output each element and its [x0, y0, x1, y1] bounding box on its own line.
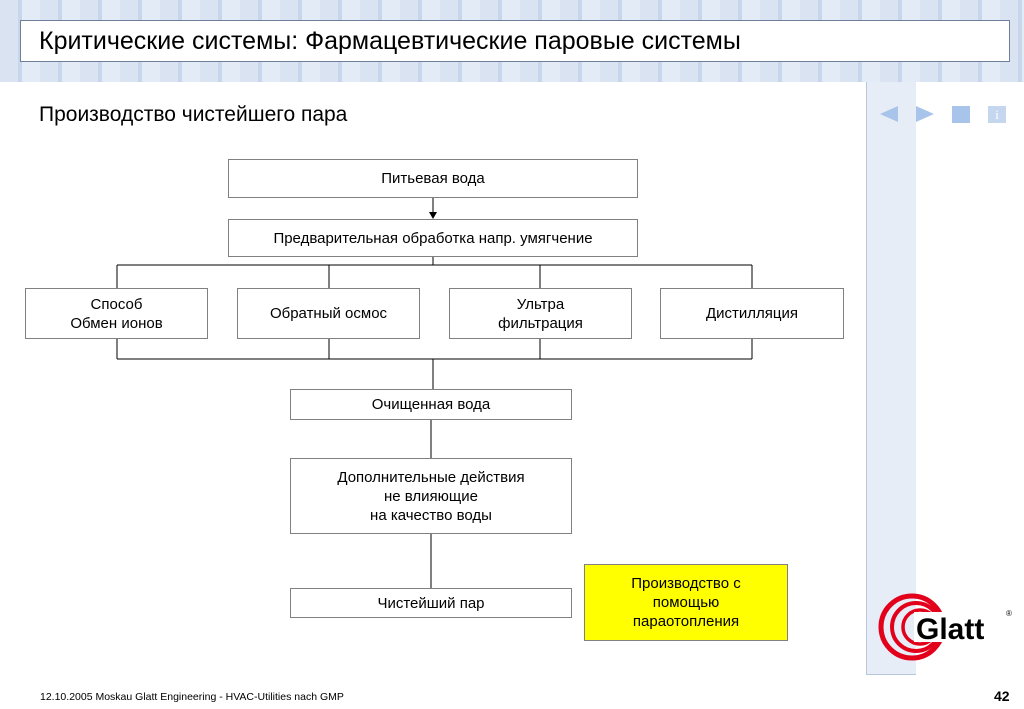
sidebar-bottom-divider	[866, 674, 916, 675]
slide-subtitle: Производство чистейшего пара	[39, 103, 348, 126]
page-title: Критические системы: Фармацевтические па…	[39, 27, 741, 55]
node-reverse-osmosis: Обратный осмос	[237, 288, 420, 339]
node-ion-exchange: Способ Обмен ионов	[25, 288, 208, 339]
title-bar: Критические системы: Фармацевтические па…	[20, 20, 1010, 62]
info-icon[interactable]: i	[987, 104, 1009, 124]
node-distillation: Дистилляция	[660, 288, 844, 339]
footer-info: 12.10.2005 Moskau Glatt Engineering - HV…	[40, 691, 344, 703]
node-purified-water: Очищенная вода	[290, 389, 572, 420]
forward-arrow-icon[interactable]	[914, 104, 936, 124]
node-drinking-water: Питьевая вода	[228, 159, 638, 198]
node-pretreatment: Предварительная обработка напр. умягчени…	[228, 219, 638, 257]
sidebar-divider	[866, 82, 867, 674]
page-number: 42	[994, 688, 1010, 704]
glatt-logo: Glatt ®	[878, 593, 1012, 661]
node-pure-steam: Чистейший пар	[290, 588, 572, 618]
svg-text:i: i	[995, 107, 999, 122]
node-ultrafiltration: Ультра фильтрация	[449, 288, 632, 339]
right-sidebar	[866, 82, 916, 674]
svg-text:®: ®	[1006, 609, 1012, 618]
back-arrow-icon[interactable]	[878, 104, 900, 124]
node-steam-heating-note: Производство с помощью параотопления	[584, 564, 788, 641]
node-additional-actions: Дополнительные действия не влияющие на к…	[290, 458, 572, 534]
home-square-icon[interactable]	[951, 104, 973, 124]
svg-text:Glatt: Glatt	[916, 613, 984, 646]
arrow-down-icon	[429, 212, 437, 219]
